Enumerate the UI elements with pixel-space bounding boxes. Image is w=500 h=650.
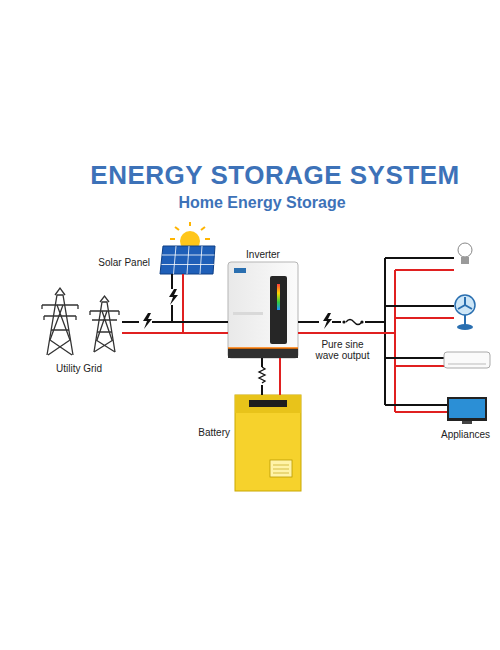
appliance-bus-wires — [385, 258, 454, 412]
wire-line — [279, 358, 281, 395]
tv-icon — [447, 397, 487, 424]
lightning-symbol — [139, 313, 152, 329]
lightning-symbol — [319, 313, 332, 329]
wire-line — [172, 274, 228, 322]
wire-line — [183, 274, 228, 333]
air-conditioner-icon — [444, 352, 490, 368]
bulb-icon — [458, 243, 472, 264]
appliances-node: Appliances — [385, 238, 494, 424]
wire-line — [122, 321, 228, 323]
sine-wave-symbol — [341, 317, 365, 327]
inverter-icon — [228, 262, 298, 358]
component-label: Inverter — [246, 249, 280, 261]
edge-label: Pure sine wave output — [309, 339, 377, 361]
solar-panel-icon — [160, 246, 215, 274]
component-label: Battery — [198, 427, 230, 439]
transmission-towers — [42, 288, 119, 355]
wire-line — [298, 332, 395, 334]
fan-icon — [455, 295, 475, 330]
utility-grid-node: Utility Grid — [38, 290, 122, 356]
lightning-symbol — [168, 289, 178, 305]
power-wire — [122, 322, 228, 333]
solar-panel-node: Solar Panel — [155, 222, 217, 274]
battery-icon — [235, 395, 301, 491]
component-label: Solar Panel — [98, 257, 150, 269]
battery-node: Battery — [235, 395, 301, 491]
wire-line — [122, 332, 228, 334]
subtitle: Home Energy Storage — [24, 194, 500, 212]
component-label: Appliances — [441, 429, 490, 441]
title: ENERGY STORAGE SYSTEM — [50, 160, 500, 191]
inverter-node: Inverter — [228, 262, 298, 358]
power-wire — [172, 274, 228, 333]
component-label: Utility Grid — [56, 363, 102, 375]
fuse-symbol — [257, 367, 267, 385]
